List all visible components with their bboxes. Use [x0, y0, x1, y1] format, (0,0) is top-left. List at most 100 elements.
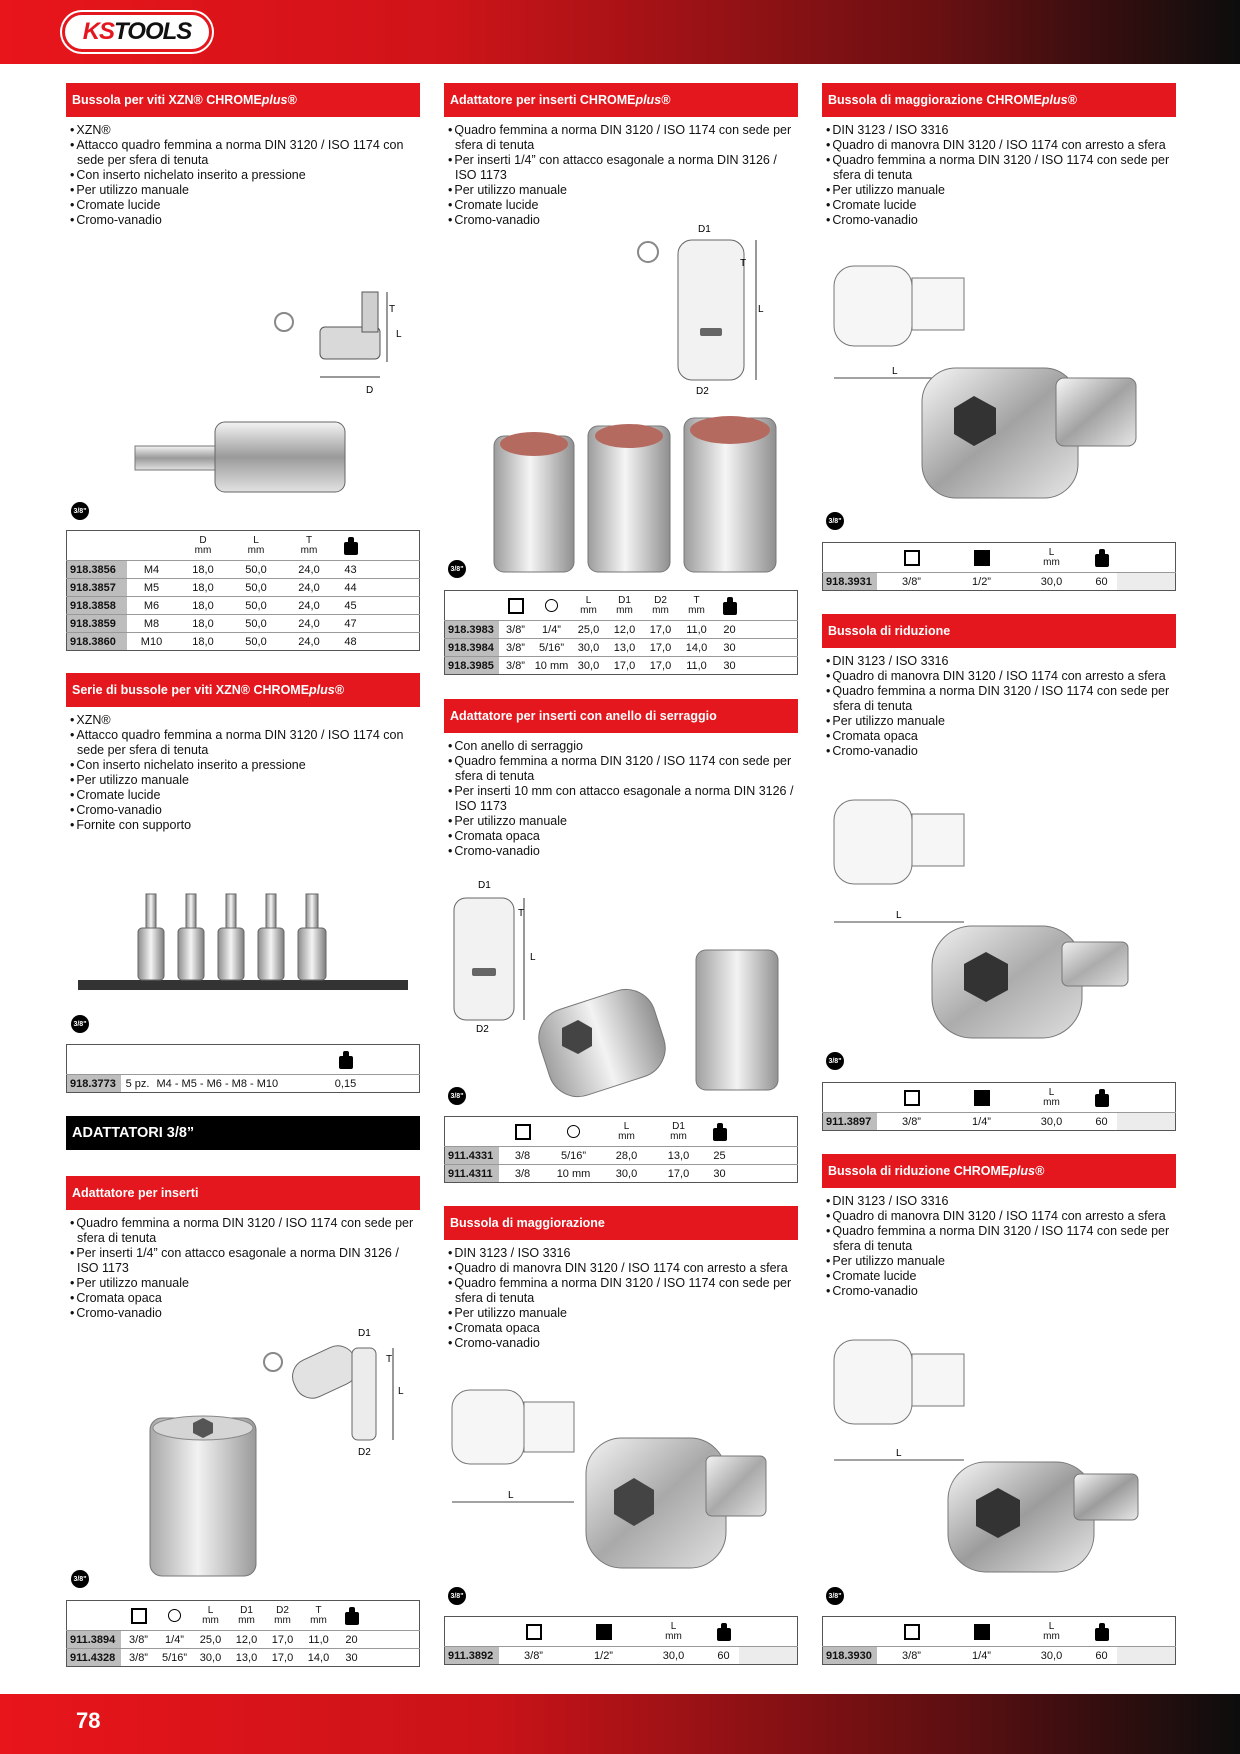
- feature-list: Quadro femmina a norma DIN 3120 / ISO 11…: [66, 1216, 420, 1321]
- drive-size-badge: 3/8": [448, 1587, 466, 1605]
- increase-photo: L: [451, 1389, 767, 1569]
- feature-list: DIN 3123 / ISO 3316 Quadro di manovra DI…: [822, 1194, 1176, 1299]
- section-title: Bussola di riduzione CHROMEplus®: [822, 1154, 1176, 1188]
- svg-text:D1: D1: [478, 880, 491, 891]
- drive-size-badge: 3/8": [826, 512, 844, 530]
- weight-icon: [1094, 548, 1109, 567]
- section-reduce: Bussola di riduzione DIN 3123 / ISO 3316…: [822, 614, 1176, 759]
- section-title: Adattatore per inserti con anello di ser…: [444, 699, 798, 733]
- feature-list: DIN 3123 / ISO 3316 Quadro di manovra DI…: [444, 1246, 798, 1351]
- svg-text:T: T: [386, 1354, 392, 1365]
- weight-icon: [343, 536, 358, 555]
- drive-size-badge: 3/8": [448, 560, 466, 578]
- svg-text:L: L: [896, 1448, 902, 1459]
- svg-text:L: L: [892, 366, 898, 377]
- svg-text:L: L: [398, 1386, 404, 1397]
- logo-tools-text: TOOLS: [114, 18, 192, 45]
- svg-text:D2: D2: [696, 386, 709, 396]
- section-adapter-bits: Adattatore per inserti Quadro femmina a …: [66, 1176, 420, 1321]
- section-increase-chrome: Bussola di maggiorazione CHROMEplus® DIN…: [822, 83, 1176, 228]
- svg-text:L: L: [758, 304, 764, 315]
- reduce-photo: L: [833, 799, 1129, 1039]
- section-xzn-set: Serie di bussole per viti XZN® CHROMEplu…: [66, 673, 420, 833]
- reduce-chrome-photo: L: [833, 1339, 1139, 1573]
- svg-text:D2: D2: [476, 1024, 489, 1035]
- adapter-bits-drawing: D1 T L D2: [263, 1328, 404, 1458]
- svg-text:L: L: [896, 910, 902, 921]
- drive-size-badge: 3/8": [826, 1052, 844, 1070]
- section-adapter-ring: Adattatore per inserti con anello di ser…: [444, 699, 798, 859]
- square-drive-female-icon: [514, 1123, 531, 1140]
- svg-text:D2: D2: [358, 1447, 371, 1458]
- adapter-ring-drawing: D1 T L D2: [453, 880, 536, 1035]
- increase-chrome-photo: L: [833, 265, 1137, 499]
- weight-icon: [1094, 1088, 1109, 1107]
- weight-icon: [1094, 1622, 1109, 1641]
- feature-list: Con anello di serraggio Quadro femmina a…: [444, 739, 798, 859]
- adattatori-heading: ADATTATORI 3/8”: [66, 1116, 420, 1150]
- square-drive-male-icon: [595, 1623, 612, 1640]
- feature-list: XZN® Attacco quadro femmina a norma DIN …: [66, 123, 420, 228]
- adapter-ring-photo: [538, 949, 779, 1098]
- weight-icon: [338, 1050, 353, 1069]
- svg-text:D1: D1: [698, 224, 711, 235]
- square-drive-female-icon: [903, 1089, 920, 1106]
- weight-icon: [722, 596, 737, 615]
- section-title: Bussola per viti XZN® CHROMEplus®: [66, 83, 420, 117]
- section-title: Bussola di maggiorazione CHROMEplus®: [822, 83, 1176, 117]
- section-title: Adattatore per inserti: [66, 1176, 420, 1210]
- adapter-bits-photo: [149, 1415, 257, 1577]
- square-drive-female-icon: [507, 597, 524, 614]
- svg-text:D1: D1: [358, 1328, 371, 1339]
- xzn-socket-photo: [134, 421, 346, 493]
- section-title: Serie di bussole per viti XZN® CHROMEplu…: [66, 673, 420, 707]
- xzn-set-photo: [78, 893, 408, 990]
- hex-bit-icon: [168, 1609, 181, 1622]
- xzn-technical-drawing: T L D: [274, 291, 402, 396]
- weight-icon: [712, 1122, 727, 1141]
- drive-size-badge: 3/8": [826, 1587, 844, 1605]
- feature-list: DIN 3123 / ISO 3316 Quadro di manovra DI…: [822, 654, 1176, 759]
- section-increase: Bussola di maggiorazione DIN 3123 / ISO …: [444, 1206, 798, 1351]
- drive-size-badge: 3/8": [71, 1570, 89, 1588]
- section-title: Bussola di maggiorazione: [444, 1206, 798, 1240]
- feature-list: DIN 3123 / ISO 3316 Quadro di manovra DI…: [822, 123, 1176, 228]
- section-adapter-chrome: Adattatore per inserti CHROMEplus® Quadr…: [444, 83, 798, 228]
- feature-list: Quadro femmina a norma DIN 3120 / ISO 11…: [444, 123, 798, 228]
- hex-bit-icon: [545, 599, 558, 612]
- section-title: Adattatore per inserti CHROMEplus®: [444, 83, 798, 117]
- adapter-chrome-photo: [493, 416, 777, 573]
- logo-ks-text: KS: [82, 18, 115, 45]
- hex-bit-icon: [567, 1125, 580, 1138]
- drive-size-badge: 3/8": [448, 1087, 466, 1105]
- weight-icon: [344, 1606, 359, 1625]
- square-drive-female-icon: [130, 1607, 147, 1624]
- svg-text:L: L: [396, 329, 402, 340]
- square-drive-male-icon: [973, 549, 990, 566]
